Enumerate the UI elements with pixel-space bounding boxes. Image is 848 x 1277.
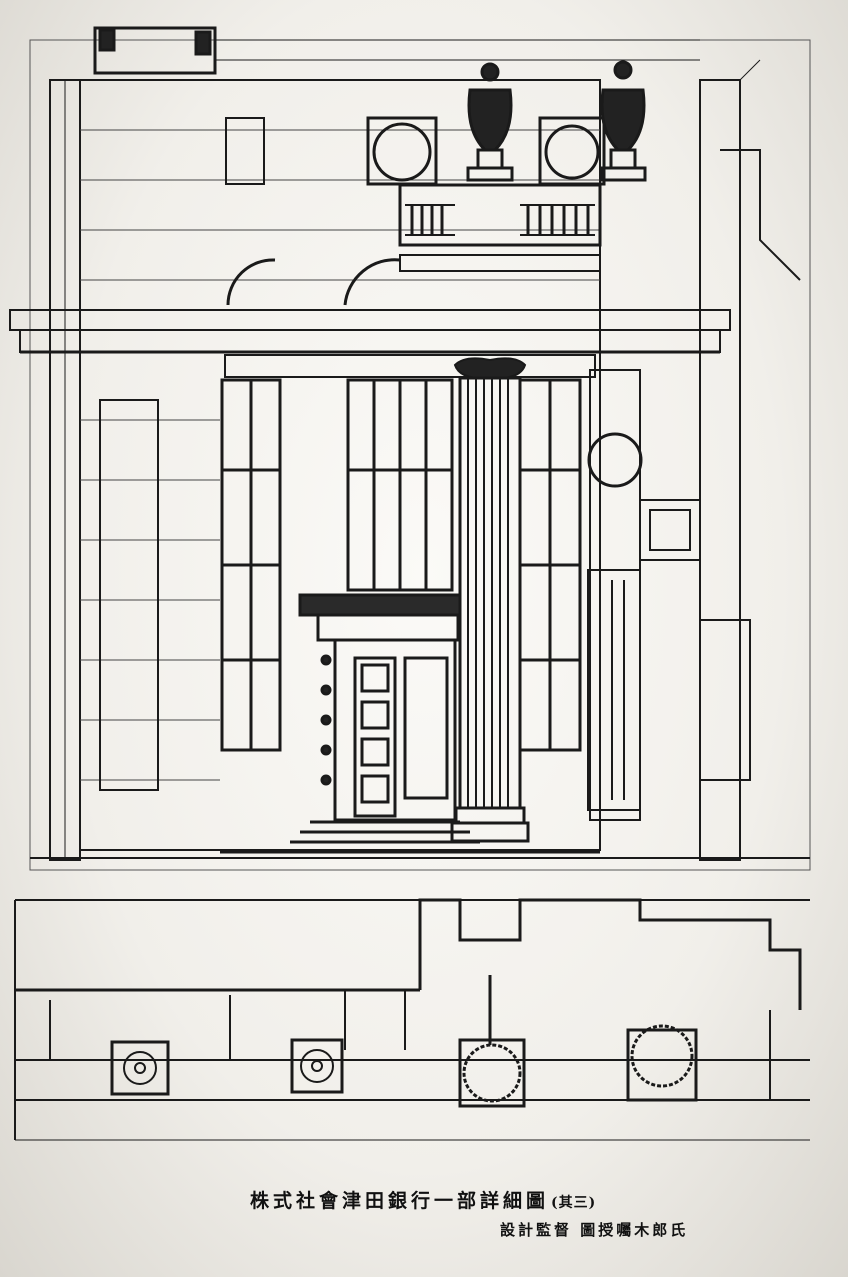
part-label: (其三) <box>551 1195 597 1211</box>
urn-ornament-right <box>599 60 647 182</box>
elevation-view <box>9 26 811 871</box>
column-base-plan-1 <box>110 1040 170 1096</box>
entrance-door <box>298 593 462 822</box>
entrance-steps <box>220 820 600 854</box>
column-base-plan-4 <box>626 1024 698 1102</box>
right-return <box>587 59 801 861</box>
drawing-credits: 設計監督 圖授囑木郎氏 <box>500 1221 689 1239</box>
title-text: 株式社會津田銀行一部詳細圖 <box>250 1190 550 1212</box>
plan-view <box>14 898 810 1141</box>
ionic-column <box>450 357 530 843</box>
urn-ornament-left <box>466 62 514 182</box>
column-base-plan-2 <box>290 1038 344 1094</box>
column-base-plan-3 <box>458 1038 526 1108</box>
drawing-title: 株式社會津田銀行一部詳細圖(其三) <box>250 1186 596 1213</box>
window-center <box>346 378 454 592</box>
window-right <box>518 378 582 752</box>
window-left <box>220 378 282 752</box>
